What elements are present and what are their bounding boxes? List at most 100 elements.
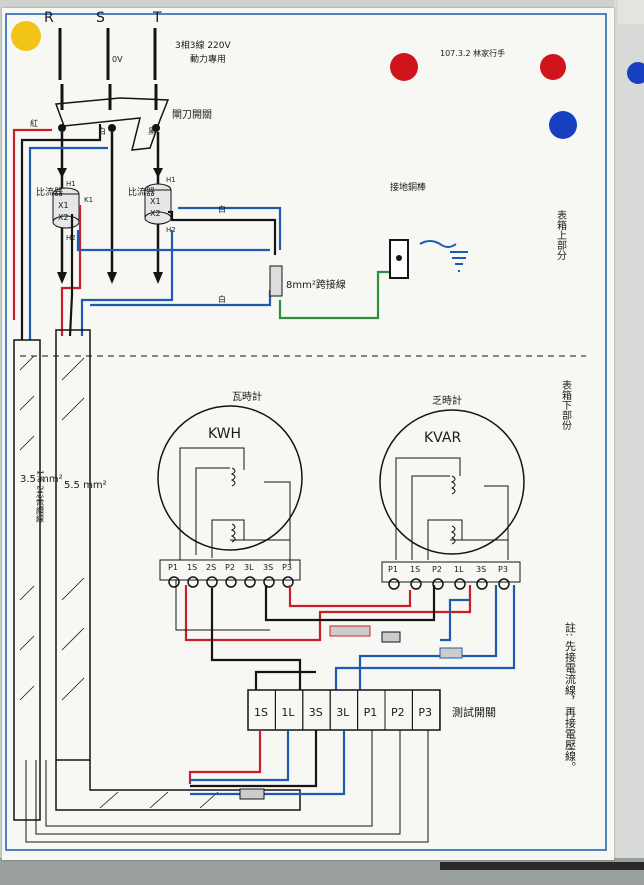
jumper-splice (269, 265, 283, 297)
ct-left-x1: X1 (58, 201, 69, 210)
kwh-terminal-1 (187, 576, 199, 588)
white-marker-2: 白 (218, 204, 226, 214)
kvar-terminal-1 (410, 578, 422, 590)
test-switch-label-3: 3L (336, 706, 350, 719)
kwh-terminal-6 (282, 576, 294, 588)
white-marker-1: 白 (98, 126, 106, 136)
test-switch-label-2: 3S (309, 706, 323, 719)
cable-note-label: 1.6 2芯電纜線 (36, 470, 45, 522)
test-switch-label-5: P2 (391, 706, 405, 719)
wall-right (614, 0, 644, 885)
knife-switch (54, 84, 170, 151)
kwh-title: 瓦時計 (232, 390, 262, 403)
ct-left-label: 比流器 (36, 186, 63, 198)
ct-right-h1: H1 (166, 176, 176, 184)
kvar-terminal-0 (388, 578, 400, 590)
ct-left (52, 187, 80, 229)
kvar-terminal-3 (454, 578, 466, 590)
phase-r-label: R (44, 10, 54, 26)
black-marker-1: 黑 (148, 127, 156, 136)
ct-right (144, 183, 172, 225)
incoming-lines (58, 28, 157, 80)
red-magnet-2 (540, 54, 566, 80)
kwh-terminal-0 (168, 576, 180, 588)
ct-right-label: 比流器 (128, 186, 155, 198)
kwh-terminal-block (159, 559, 301, 581)
ground-symbol (419, 240, 468, 272)
kwh-terminal-label-2: 2S (206, 563, 216, 572)
blue-magnet-2 (627, 62, 644, 84)
power-use: 動力專用 (190, 53, 226, 65)
kwh-terminal-4 (244, 576, 256, 588)
kwh-label: KWH (208, 426, 241, 442)
splice-2 (381, 631, 401, 643)
ct-left-x2: X2 (58, 213, 69, 222)
cable-left-label: 3.5 mm² (20, 474, 63, 485)
test-switch-label: 測試開關 (452, 705, 496, 719)
yellow-magnet (11, 21, 41, 51)
kwh-terminal-label-1: 1S (187, 563, 197, 572)
red-marker-1: 紅 (30, 118, 38, 128)
ct-right-x2: X2 (150, 209, 161, 218)
sheet-border (5, 13, 607, 851)
lower-box-label: 表箱下部份 (560, 379, 572, 431)
meter-wires (175, 580, 516, 690)
kwh-terminal-3 (225, 576, 237, 588)
test-switch-label-6: P3 (418, 706, 432, 719)
test-switch-cell-6 (411, 689, 441, 731)
kvar-meter-circle (379, 409, 525, 555)
cable-right-label: 5.5 mm² (64, 480, 107, 491)
zero-volt-label: 0V (112, 55, 123, 64)
kwh-terminal-label-5: 3S (263, 563, 273, 572)
phase-t-label: T (152, 10, 162, 26)
cable-conduits (13, 329, 301, 821)
date-name: 107.3.2 林家行手 (440, 48, 505, 58)
kwh-terminal-label-4: 3L (244, 563, 254, 572)
upper-wires (12, 124, 392, 340)
ground-rod-label: 接地銅棒 (390, 181, 426, 193)
ct-right-x1: X1 (150, 197, 161, 206)
note-label: 註: 先接電流線，再接電壓線。 (564, 622, 577, 773)
lower-wires (25, 730, 429, 843)
knife-switch-label: 閘刀開關 (172, 109, 212, 121)
test-switch-label-1: 1L (281, 706, 295, 719)
kwh-terminal-label-6: P3 (282, 563, 292, 572)
white-marker-3: 白 (218, 294, 226, 304)
splice-3 (439, 647, 463, 659)
kvar-label: KVAR (424, 430, 461, 446)
k1-label: K1 (84, 196, 93, 204)
kwh-terminal-2 (206, 576, 218, 588)
table-edge (440, 862, 644, 870)
kwh-terminal-label-0: P1 (168, 563, 178, 572)
kvar-terminal-label-3: 1L (454, 565, 464, 574)
ct-right-h2: H2 (166, 226, 176, 234)
arrow-heads (57, 168, 163, 284)
ct-left-h2: H2 (66, 234, 76, 242)
jumper-label: 8mm²跨接線 (286, 278, 346, 291)
blue-magnet-1 (549, 111, 577, 139)
kvar-terminal-label-4: 3S (476, 565, 486, 574)
kvar-title: 乏時計 (432, 394, 462, 407)
red-magnet-1 (390, 53, 418, 81)
kvar-terminal-5 (498, 578, 510, 590)
test-switch-label-4: P1 (364, 706, 378, 719)
kvar-terminal-4 (476, 578, 488, 590)
kvar-terminal-label-2: P2 (432, 565, 442, 574)
kvar-terminal-2 (432, 578, 444, 590)
kvar-terminal-block (381, 561, 521, 583)
test-switch-label-0: 1S (254, 706, 268, 719)
test-switch-terminals: 1S 1L 3S 3L P1 P2 P3 (247, 689, 441, 731)
upper-box-label: 表箱上部分 (555, 209, 567, 261)
kvar-terminal-label-5: P3 (498, 565, 508, 574)
kvar-terminal-label-0: P1 (388, 565, 398, 574)
wall-top-corner (618, 0, 644, 24)
kvar-internal (395, 457, 509, 560)
splice-1 (329, 625, 371, 637)
splice-4 (239, 788, 265, 800)
kwh-meter-circle (157, 405, 303, 551)
kwh-internal (179, 447, 291, 565)
